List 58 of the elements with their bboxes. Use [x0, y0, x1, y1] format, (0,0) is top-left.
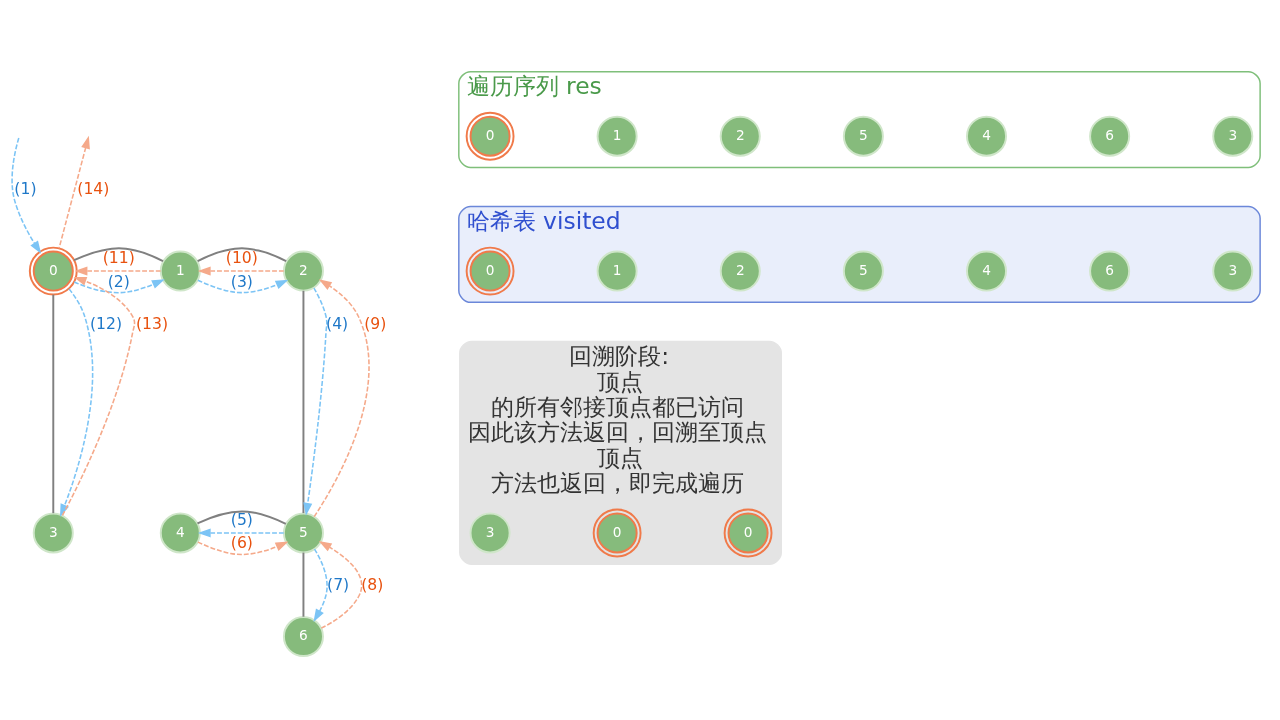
edge-label: (1)	[14, 178, 37, 198]
arrow	[197, 279, 289, 294]
arrow	[318, 541, 363, 629]
node-circle: 0	[465, 246, 515, 296]
node-circle: 0	[723, 508, 773, 558]
node-circle: 3	[1212, 250, 1254, 292]
connector	[302, 551, 305, 618]
arrow	[197, 528, 285, 538]
arrow	[11, 137, 42, 254]
arrow	[313, 279, 370, 518]
edge-label: (5)	[230, 509, 253, 529]
node-circle: 5	[842, 115, 884, 157]
edge-label: (11)	[102, 248, 135, 268]
node-circle: 0	[28, 246, 78, 296]
arrow	[197, 541, 289, 556]
node-circle: 2	[719, 250, 761, 292]
arrow	[303, 287, 328, 516]
edge-label: (9)	[364, 313, 387, 333]
edge-label: (12)	[90, 313, 123, 333]
edge-label: (2)	[107, 271, 130, 291]
edge-label: (14)	[77, 178, 110, 198]
connector	[196, 510, 287, 525]
node-circle: 0	[465, 111, 515, 161]
connector	[52, 293, 55, 515]
edge-label: (13)	[135, 313, 169, 333]
node-circle: 5	[842, 250, 884, 292]
node-circle: 2	[282, 250, 324, 292]
arrow	[60, 288, 94, 517]
node-circle: 1	[596, 250, 638, 292]
node-circle: 4	[159, 512, 201, 554]
arrow	[61, 276, 136, 517]
arrow	[58, 135, 90, 250]
node-circle: 3	[1212, 115, 1254, 157]
connector	[73, 247, 164, 263]
node-circle: 3	[32, 512, 74, 554]
node-circle: 4	[966, 250, 1008, 292]
node-circle: 2	[719, 115, 761, 157]
node-circle: 4	[966, 115, 1008, 157]
node-circle: 6	[1089, 115, 1131, 157]
node-circle: 3	[469, 512, 511, 554]
arrow	[197, 266, 285, 276]
arrow	[73, 279, 165, 294]
edge-label: (10)	[225, 248, 258, 268]
node-circle: 6	[1089, 250, 1131, 292]
node-circle: 1	[159, 250, 201, 292]
edge-label: (7)	[327, 575, 350, 595]
connector	[196, 247, 288, 263]
node-circle: 0	[592, 508, 642, 558]
connector	[302, 289, 305, 515]
arrow	[313, 548, 328, 623]
arrow	[74, 266, 162, 276]
edge-label: (6)	[230, 533, 253, 553]
edge-label: (8)	[361, 575, 384, 595]
node-circle: 5	[282, 512, 324, 554]
node-circle: 6	[282, 616, 324, 658]
edge-label: (4)	[326, 313, 349, 333]
edge-label: (3)	[230, 271, 253, 291]
node-circle: 1	[596, 115, 638, 157]
